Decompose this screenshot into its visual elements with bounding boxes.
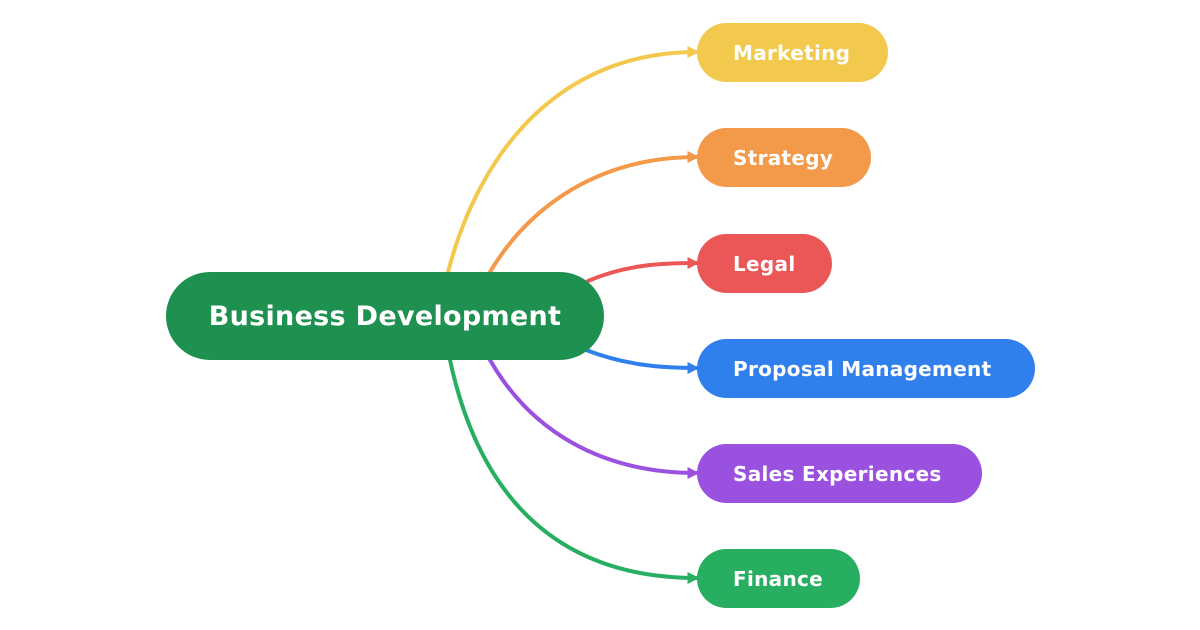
connector-proposal-management bbox=[584, 348, 700, 374]
root-node-label: Business Development bbox=[208, 300, 562, 332]
connector-marketing bbox=[446, 46, 700, 274]
branch-node-marketing[interactable]: Marketing bbox=[697, 23, 888, 82]
connector-finance bbox=[448, 358, 700, 584]
connector-sales-experiences bbox=[488, 358, 700, 479]
branch-node-label: Proposal Management bbox=[733, 356, 992, 381]
connector-legal bbox=[586, 257, 700, 283]
branch-node-label: Marketing bbox=[733, 40, 851, 65]
branch-node-proposal-management[interactable]: Proposal Management bbox=[697, 339, 1035, 398]
connector-strategy bbox=[488, 151, 700, 274]
branch-node-finance[interactable]: Finance bbox=[697, 549, 860, 608]
branch-node-label: Sales Experiences bbox=[733, 461, 942, 486]
root-node-business-development[interactable]: Business Development bbox=[166, 272, 604, 360]
branch-node-label: Finance bbox=[733, 566, 824, 591]
branch-node-label: Strategy bbox=[733, 145, 834, 170]
branch-node-strategy[interactable]: Strategy bbox=[697, 128, 871, 187]
branch-node-legal[interactable]: Legal bbox=[697, 234, 832, 293]
branch-node-sales-experiences[interactable]: Sales Experiences bbox=[697, 444, 982, 503]
branch-node-label: Legal bbox=[733, 251, 796, 276]
